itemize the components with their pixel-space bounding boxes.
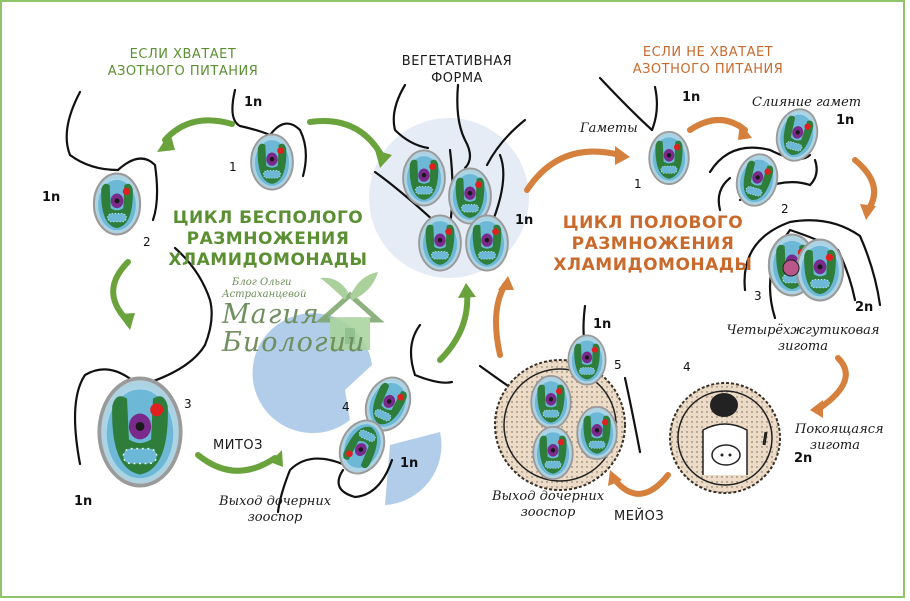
sexual-condition-label: ЕСЛИ НЕ ХВАТАЕТ АЗОТНОГО ПИТАНИЯ [608,44,808,78]
vegetative-cell-1 [402,149,446,207]
asexual-title-line-1: ЦИКЛ БЕСПОЛОГО [172,208,364,228]
zoospores-ploidy: 1n [593,317,612,332]
asexual-condition-line-1: ЕСЛИ ХВАТАЕТ [129,47,237,62]
resting-zygote-line-2: зигота [810,438,860,453]
vegetative-label-line-2: ФОРМА [431,71,483,86]
mitosis-label: МИТОЗ [213,438,263,453]
sexual-stage-2-number: 2 [781,202,789,216]
sexual-cycle-title: ЦИКЛ ПОЛОВОГО РАЗМНОЖЕНИЯ ХЛАМИДОМОНАДЫ [548,213,758,276]
asexual-cycle-title: ЦИКЛ БЕСПОЛОГО РАЗМНОЖЕНИЯ ХЛАМИДОМОНАДЫ [168,208,368,271]
gametes-label: Гаметы [580,121,638,136]
vegetative-cell-3 [418,214,462,272]
sexual-release-line-2: зооспор [520,505,576,520]
asexual-stage-1-number: 1 [229,160,237,174]
logo-line-2: Астраханцевой [222,289,307,300]
vegetative-label-line-1: ВЕГЕТАТИВНАЯ [401,54,513,69]
logo-line-4: Биологии [222,327,366,358]
vegetative-label: ВЕГЕТАТИВНАЯ ФОРМА [382,53,532,87]
asexual-cell-stage-2 [92,172,142,236]
sexual-title-line-3: ХЛАМИДОМОНАДЫ [553,255,753,275]
sexual-title-line-2: РАЗМНОЖЕНИЯ [571,234,735,254]
zygote-label-line-2: зигота [778,339,828,354]
sexual-arrowheads [498,122,876,486]
fusion-ploidy: 1n [836,113,855,128]
gamete-fusion-label: Слияние гамет [752,95,862,110]
sexual-condition-line-1: ЕСЛИ НЕ ХВАТАЕТ [642,45,774,60]
four-flagellate-zygote [767,233,845,302]
asexual-stage-3-ploidy: 1n [74,494,93,509]
asexual-stage-4-number: 4 [342,400,350,414]
logo-line-3: Магия [222,299,320,330]
sexual-stage-5-number: 5 [614,358,622,372]
gamete-cell [648,130,690,186]
asexual-release-line-1: Выход дочерних [218,494,332,509]
logo-line-1: Блог Ольги [232,277,292,288]
zoospore-2 [530,374,572,430]
resting-zygote-ploidy: 2n [794,451,813,466]
sexual-release-caption: Выход дочерних зооспор [483,489,613,521]
asexual-cell-stage-3 [97,376,183,488]
resting-zygote-line-1: Покоящаяся [795,422,884,437]
fusing-gamete-a [770,103,824,167]
asexual-title-line-2: РАЗМНОЖЕНИЯ [186,229,350,249]
asexual-condition-label: ЕСЛИ ХВАТАЕТ АЗОТНОГО ПИТАНИЯ [88,46,278,80]
asexual-cell-stage-1 [250,133,294,191]
asexual-arrowheads [118,132,476,467]
asexual-condition-line-2: АЗОТНОГО ПИТАНИЯ [107,64,259,79]
sexual-condition-line-2: АЗОТНОГО ПИТАНИЯ [632,62,784,77]
zoospore-4 [532,425,574,481]
sexual-stage-3-number: 3 [754,289,762,303]
zoospore-1 [567,334,607,386]
asexual-release-caption: Выход дочерних зооспор [210,494,340,526]
vegetative-ploidy: 1n [515,213,534,228]
sexual-stage-1-number: 1 [634,177,642,191]
asexual-release-line-2: зооспор [247,510,303,525]
four-flagellate-zygote-label: Четырёхжгутиковая зигота [718,323,888,355]
blog-logo: Блог Ольги Астраханцевой Магия Биологии [222,277,365,357]
gamete-ploidy: 1n [682,90,701,105]
logo-house-icon [315,272,385,350]
asexual-stage-1-ploidy: 1n [244,95,263,110]
zygote-ploidy: 2n [855,300,874,315]
resting-zygote-label: Покоящаяся зигота [795,422,884,454]
asexual-stage-2-ploidy: 1n [42,190,61,205]
resting-zygote [669,382,781,494]
asexual-stage-3-number: 3 [184,397,192,411]
sexual-release-line-1: Выход дочерних [491,489,605,504]
asexual-stage-2-number: 2 [143,235,151,249]
zygote-label-line-1: Четырёхжгутиковая [726,323,880,338]
mitosis-wedge-bottom [385,432,442,505]
meiosis-label: МЕЙОЗ [614,509,665,524]
sexual-stage-4-number: 4 [683,360,691,374]
asexual-title-line-3: ХЛАМИДОМОНАДЫ [168,250,368,270]
vegetative-cell-4 [465,214,509,272]
sexual-title-line-1: ЦИКЛ ПОЛОВОГО [562,213,744,233]
zoospore-3 [576,405,618,461]
asexual-stage-4-ploidy: 1n [400,456,419,471]
fusing-gamete-b [730,148,784,212]
